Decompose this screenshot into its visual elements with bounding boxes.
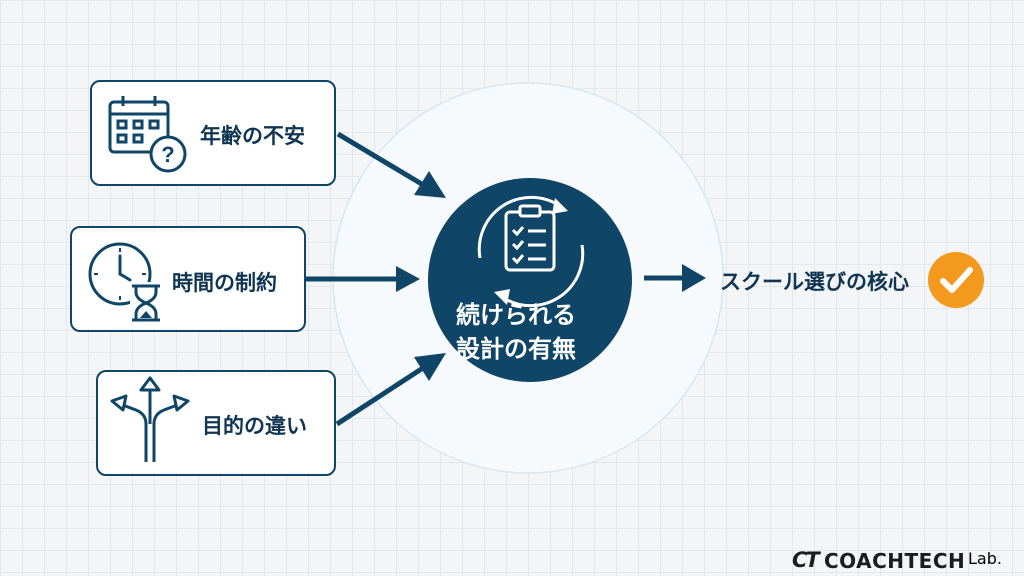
- hub-label: 続けられる 設計の有無: [418, 298, 614, 366]
- factor-label-age-anxiety: 年齢の不安: [200, 124, 305, 148]
- svg-text:?: ?: [161, 142, 174, 167]
- clock-hourglass-icon: [88, 242, 164, 322]
- check-circle-icon: [928, 252, 984, 308]
- hub-label-line-1: 続けられる: [456, 301, 576, 329]
- arrow-to-result: [644, 264, 706, 292]
- arrow-factor-3: [335, 353, 446, 427]
- arrow-factor-1: [336, 131, 446, 198]
- factor-label-purpose-difference: 目的の違い: [202, 414, 307, 438]
- brand-name: COACHTECH: [824, 549, 966, 573]
- result-label: スクール選びの核心: [720, 270, 909, 294]
- cycle-arrows-icon: [477, 195, 585, 308]
- factor-box-age-anxiety: ? 年齢の不安: [90, 80, 336, 186]
- brand-mark: CT: [792, 548, 820, 572]
- hub-label-line-2: 設計の有無: [456, 335, 576, 363]
- clipboard-icon: [504, 204, 556, 272]
- branching-arrows-icon: [110, 376, 190, 462]
- brand-suffix-badge: Lab.: [968, 549, 1002, 568]
- factor-box-time-constraint: 時間の制約: [70, 226, 306, 332]
- calendar-question-icon: ?: [108, 96, 187, 173]
- hub-circle: [428, 178, 632, 382]
- factor-label-time-constraint: 時間の制約: [172, 271, 277, 295]
- factor-box-purpose-difference: 目的の違い: [96, 370, 336, 476]
- arrow-factor-2: [306, 266, 420, 292]
